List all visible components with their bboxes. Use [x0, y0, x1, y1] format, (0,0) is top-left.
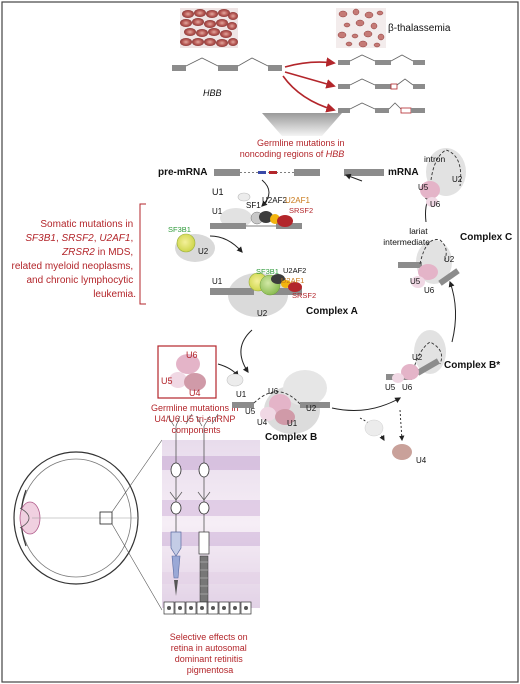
complex-b-label: Complex B [265, 432, 317, 443]
isoform-2 [338, 78, 425, 90]
bstar-u2-label: U2 [412, 353, 423, 362]
bstar-to-c-arrow [448, 280, 456, 343]
tri-snrnp-box [157, 345, 217, 399]
complex-c-lariat [398, 239, 460, 288]
e-srsf2-label: SRSF2 [289, 206, 313, 215]
somatic-mutations-label: Somatic mutations in SF3B1, SRSF2, U2AF1… [11, 219, 136, 300]
lariat-u6-label: U6 [424, 286, 435, 295]
complex-b [232, 370, 330, 434]
eye-diagram [13, 451, 139, 585]
hbb-gene-structure [172, 57, 282, 71]
bstar-u6-label: U6 [402, 383, 413, 392]
pre-mrna-strand [214, 169, 320, 176]
mrna-strand [344, 169, 384, 176]
e-u2af2-label: U2AF2 [262, 196, 287, 205]
isoform-3 [338, 102, 425, 114]
released-u4-label: U4 [416, 456, 427, 465]
a-u2af1-label: U2AF1 [281, 276, 304, 285]
hbb-gene-label: HBB [203, 88, 222, 98]
u4-release-arrow [399, 409, 405, 442]
funnel-shape [262, 113, 342, 136]
normal-rbc-panel [180, 8, 238, 48]
released-u1 [364, 419, 384, 437]
e-sf1-label: SF1 [246, 201, 261, 210]
lariat-u5-label: U5 [410, 277, 421, 286]
a-srsf2-label: SRSF2 [292, 291, 316, 300]
incoming-u2-label: U2 [198, 247, 209, 256]
tri-snrnp [169, 354, 206, 391]
b-u1-label-2: U1 [287, 419, 298, 428]
mrna-label: mRNA [388, 167, 419, 178]
somatic-bracket [139, 203, 146, 305]
e-u1-label: U1 [212, 207, 223, 216]
u2-sf3b1-incoming [175, 233, 215, 262]
a-sf3b1-label: SF3B1 [256, 267, 279, 276]
germline-tri-snrnp-label: Germline mutations in U4/U6.U5 tri-snRNP… [151, 403, 241, 435]
tri-u5-label: U5 [161, 376, 173, 386]
b-u1-label: U1 [236, 390, 247, 399]
bstar-u5-label: U5 [385, 383, 396, 392]
retina-section [162, 413, 260, 615]
pre-mrna-label: pre-mRNA [158, 167, 207, 178]
b-u4-label: U4 [257, 418, 268, 427]
intron-label: intron [424, 154, 446, 164]
e-complex [210, 208, 302, 229]
zoom-line-bottom [111, 523, 163, 611]
thalassemia-rbc-panel [336, 8, 386, 48]
lariat-intermediate-label: lariat intermediate [383, 226, 430, 247]
incoming-sf3b1-label: SF3B1 [168, 225, 191, 234]
released-particle [226, 373, 244, 387]
a-u2-label: U2 [257, 309, 268, 318]
a-u1-label: U1 [212, 277, 223, 286]
u1-incoming-particle [237, 192, 251, 202]
a-to-b-arrow [240, 329, 253, 373]
complex-c-label: Complex C [460, 232, 512, 243]
zoom-line-top [111, 439, 163, 513]
b-u2-label: U2 [306, 404, 317, 413]
tri-u6-label: U6 [186, 350, 198, 360]
postcat-u6-label: U6 [430, 200, 441, 209]
a-u2af2-label: U2AF2 [283, 266, 306, 275]
u1-incoming-label: U1 [212, 187, 224, 197]
arrow-to-e-complex [261, 179, 270, 207]
released-u4 [392, 444, 412, 460]
postcat-u2-label: U2 [452, 175, 463, 184]
complex-b-star [386, 330, 446, 383]
isoform-arrows [282, 57, 336, 113]
isoform-1 [338, 54, 425, 65]
e-u2af1-label: U2AF1 [285, 196, 310, 205]
tri-u4-label: U4 [189, 388, 201, 398]
germline-hbb-label: Germline mutations in noncoding regions … [240, 138, 347, 159]
lariat-u2-label: U2 [444, 255, 455, 264]
complex-b-star-label: Complex B* [444, 360, 500, 371]
b-u5-label: U5 [245, 407, 256, 416]
complex-a [210, 272, 302, 317]
arrow-to-a-complex [209, 235, 243, 253]
thalassemia-label: β-thalassemia [388, 23, 451, 34]
b-to-bstar-arrow [331, 397, 402, 411]
retina-effects-label: Selective effects on retina in autosomal… [170, 632, 250, 675]
b-u6-label: U6 [268, 387, 279, 396]
postcat-u5-label: U5 [418, 183, 429, 192]
mrna-release-arrow [344, 173, 363, 182]
complex-a-label: Complex A [306, 306, 358, 317]
post-catalytic-complex [420, 148, 466, 207]
